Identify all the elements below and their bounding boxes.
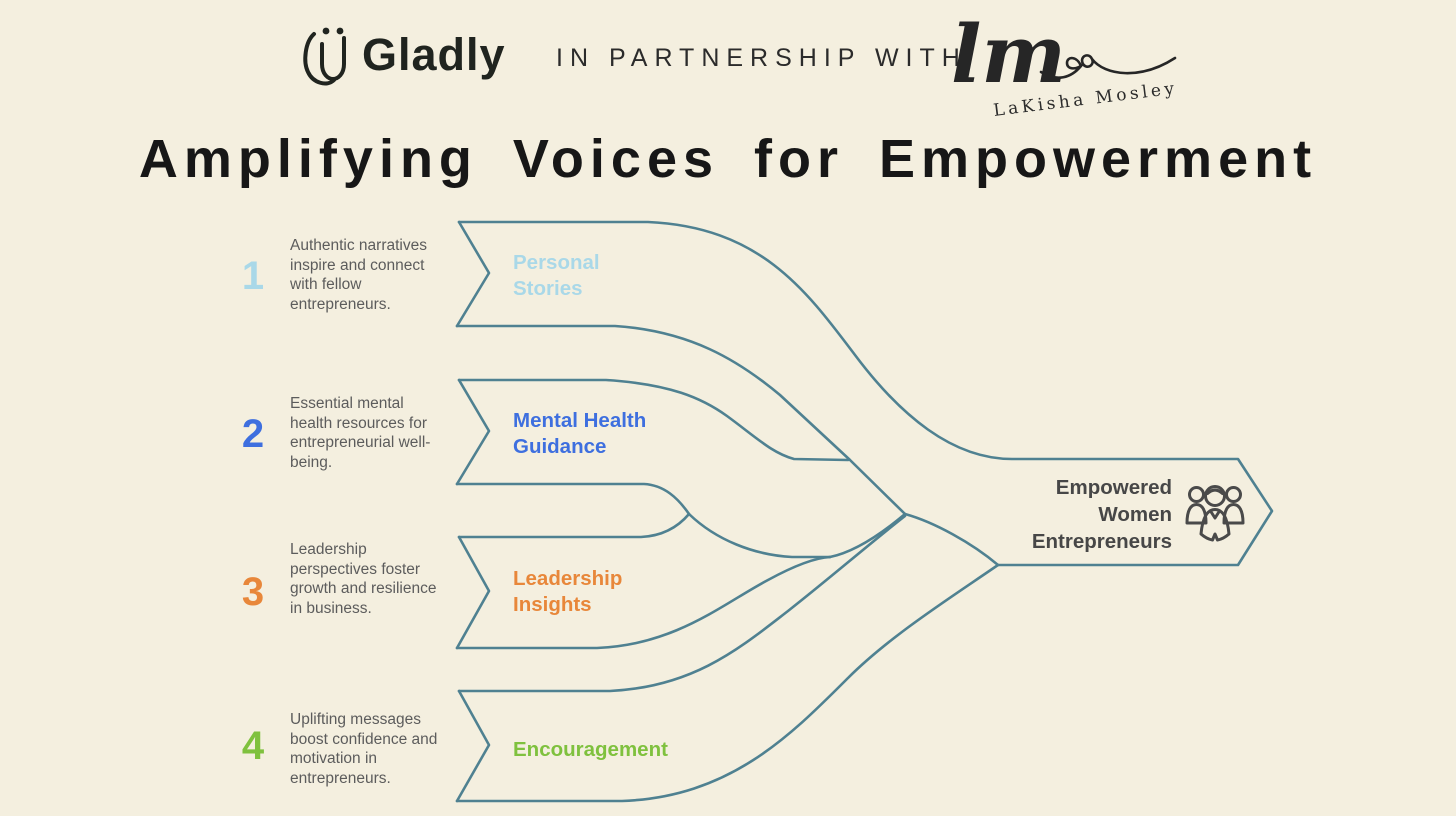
step-4-label: Encouragement	[513, 738, 668, 761]
band2-bottom-edge	[455, 482, 691, 516]
merge-thread-to-arrow	[903, 512, 1000, 567]
band4-tail-notch	[455, 689, 491, 803]
step-2-label: Mental Health Guidance	[513, 409, 647, 458]
gladly-smiley-icon	[303, 27, 346, 86]
page-title: Amplifying Voices for Empowerment	[138, 129, 1318, 189]
partnership-text: IN PARTNERSHIP WITH	[556, 44, 967, 72]
band1-tail-notch	[455, 220, 491, 328]
band4-bottom-edge	[455, 563, 1000, 803]
step-3-description: Leadership perspectives foster growth an…	[290, 541, 437, 617]
step-2-description: Essential mental health resources for en…	[290, 395, 431, 471]
step-4-description: Uplifting messages boost confidence and …	[290, 711, 438, 787]
step-2-number: 2	[241, 412, 265, 456]
step-1-number: 1	[241, 254, 265, 298]
band1-top-and-arrow-outline	[457, 220, 1274, 567]
brand-name: Gladly	[362, 29, 506, 80]
band3-bottom-edge	[455, 555, 832, 650]
band4-top-edge	[457, 514, 907, 693]
outcome-label: Empowered Women Entrepreneurs	[1031, 476, 1172, 553]
gladly-logo: Gladly	[300, 24, 506, 86]
step-1-description: Authentic narratives inspire and connect…	[290, 237, 427, 313]
band3-tail-notch	[455, 535, 491, 650]
band2-tail-notch	[455, 378, 491, 486]
band2-top-edge	[457, 378, 850, 462]
step-3-label: Leadership Insights	[513, 567, 623, 616]
step-1-label: Personal Stories	[513, 251, 600, 300]
step-4-number: 4	[241, 724, 265, 768]
women-group-icon	[1184, 480, 1246, 551]
lm-monogram: lm	[951, 7, 1066, 101]
heart-swash-icon	[1039, 54, 1177, 79]
step-3-number: 3	[241, 570, 265, 614]
band3-top-edge	[457, 512, 691, 539]
merge-thread-upper	[828, 512, 907, 559]
merge-thread-2-3	[687, 512, 832, 559]
band1-bottom-edge	[455, 324, 907, 516]
lakisha-mosley-logo: lm LaKisha Mosley	[945, 6, 1205, 121]
